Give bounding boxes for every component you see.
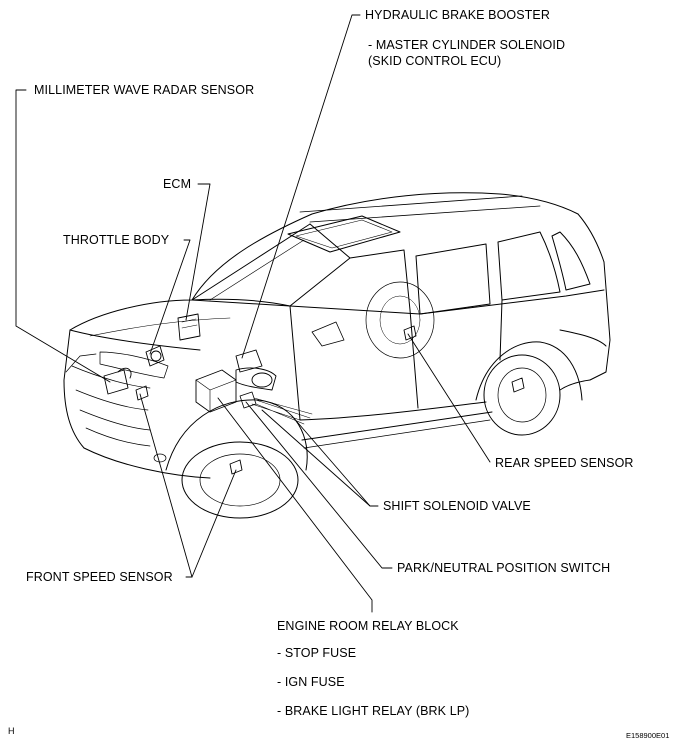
figure-id: E158900E01	[626, 731, 670, 740]
vehicle-body	[63, 192, 611, 519]
label-ign-fuse: - IGN FUSE	[277, 675, 345, 689]
component-rear-speed-sensor	[403, 325, 525, 393]
label-skid-control-ecu: (SKID CONTROL ECU)	[368, 54, 502, 68]
component-throttle-body	[145, 345, 165, 367]
label-engine-room-relay-block: ENGINE ROOM RELAY BLOCK	[277, 619, 459, 633]
label-throttle-body: THROTTLE BODY	[63, 233, 170, 247]
label-ecm: ECM	[163, 177, 192, 191]
component-radar-sensor	[103, 367, 132, 395]
label-front-speed-sensor: FRONT SPEED SENSOR	[26, 570, 173, 584]
leader-lines	[15, 14, 491, 613]
label-park-neutral-position-switch: PARK/NEUTRAL POSITION SWITCH	[397, 561, 611, 575]
component-relay-block	[195, 369, 237, 413]
label-stop-fuse: - STOP FUSE	[277, 646, 357, 660]
label-shift-solenoid-valve: SHIFT SOLENOID VALVE	[383, 499, 531, 513]
component-front-speed-sensor	[135, 385, 243, 475]
component-ecm	[177, 313, 201, 341]
component-brake-booster	[235, 349, 277, 391]
label-brake-light-relay: - BRAKE LIGHT RELAY (BRK LP)	[277, 704, 470, 718]
label-rear-speed-sensor: REAR SPEED SENSOR	[495, 456, 634, 470]
corner-mark: H	[8, 726, 15, 736]
label-hydraulic-brake-booster: HYDRAULIC BRAKE BOOSTER	[365, 8, 550, 22]
label-master-cylinder-solenoid: - MASTER CYLINDER SOLENOID	[368, 38, 566, 52]
component-transmission	[239, 391, 313, 425]
label-millimeter-wave-radar-sensor: MILLIMETER WAVE RADAR SENSOR	[34, 83, 255, 97]
